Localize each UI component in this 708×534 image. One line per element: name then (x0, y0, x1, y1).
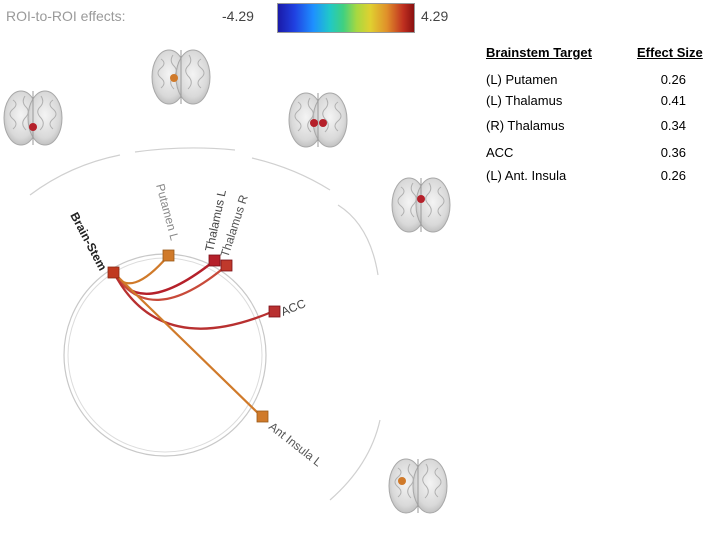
colorbar (277, 3, 415, 33)
label-putamen-l: Putamen L (153, 182, 182, 242)
colorbar-title: ROI-to-ROI effects: (6, 8, 126, 24)
table-header-target: Brainstem Target (486, 45, 592, 60)
connectome-ring-inner (67, 257, 263, 453)
edge-ant-insula-l (113, 272, 263, 418)
edge-thalamus-r (113, 265, 227, 301)
brain-thumbnail-thalamus (288, 92, 348, 148)
node-thalamus-r (220, 259, 233, 272)
outer-ring-segments (29, 147, 381, 501)
table-row-value: 0.36 (660, 145, 686, 160)
connectome-ring-outer (63, 253, 267, 457)
table-header-effect: Effect Size (637, 45, 703, 60)
table-row-target: ACC (486, 145, 514, 160)
colorbar-max-label: 4.29 (421, 8, 449, 24)
edge-putamen-l (113, 255, 169, 285)
node-putamen-l (162, 249, 175, 262)
table-row-value: 0.26 (660, 168, 686, 183)
label-ant-insula-l: Ant Insula L (266, 419, 325, 469)
table-row-target: (L) Ant. Insula (486, 168, 567, 183)
colorbar-min-label: -4.29 (222, 8, 254, 24)
table-row-target: (L) Thalamus (486, 93, 563, 108)
table-row-target: (R) Thalamus (486, 118, 565, 133)
node-acc (268, 305, 281, 318)
label-brain-stem: Brain-Stem (67, 210, 109, 273)
brain-thumbnail-brain-stem (3, 90, 63, 146)
label-acc: ACC (279, 296, 308, 319)
edge-acc (112, 272, 275, 330)
table-row-value: 0.41 (660, 93, 686, 108)
connections (112, 255, 275, 418)
brain-thumbnail-ant-insula-l (388, 458, 448, 514)
brain-thumbnail-acc (391, 177, 451, 233)
table-row-target: (L) Putamen (486, 72, 558, 87)
node-brain-stem (107, 266, 120, 279)
node-ant-insula-l (256, 410, 269, 423)
node-thalamus-l (208, 254, 221, 267)
table-row-value: 0.26 (660, 72, 686, 87)
brain-thumbnail-putamen-l (151, 49, 211, 105)
table-row-value: 0.34 (660, 118, 686, 133)
connectome-diagram: Brain-Stem Putamen L Thalamus L Thalamus… (3, 49, 451, 514)
